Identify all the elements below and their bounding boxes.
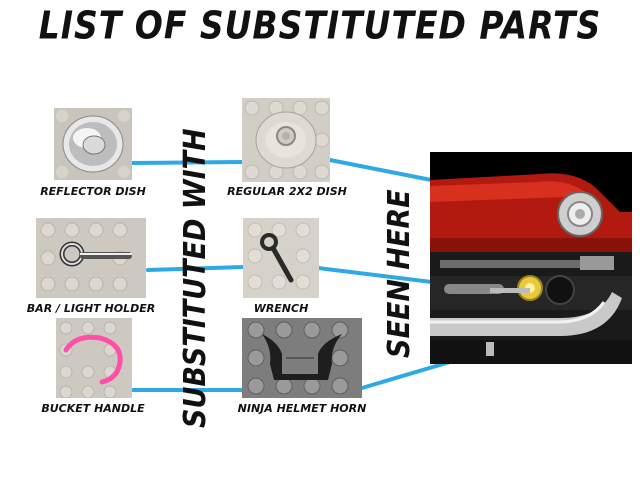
- bucket-handle-image: [56, 318, 132, 398]
- connector-line: [146, 265, 245, 272]
- connector-line: [130, 160, 244, 165]
- wrench-image: [243, 218, 319, 298]
- reflector-dish-image: [54, 108, 132, 180]
- reflector-dish-label: REFLECTOR DISH: [40, 185, 146, 198]
- wrench-label: WRENCH: [253, 302, 309, 315]
- bucket-handle-label: BUCKET HANDLE: [41, 402, 145, 415]
- ninja-helmet-horn-image: [242, 318, 362, 398]
- bar-light-holder-label: BAR / LIGHT HOLDER: [26, 302, 156, 315]
- model-photo: [430, 152, 632, 364]
- page-title: LIST OF SUBSTITUTED PARTS: [38, 3, 602, 48]
- seen-here-label: SEEN HERE: [382, 189, 417, 358]
- substituted-with-label: SUBSTITUTED WITH: [178, 128, 213, 428]
- regular-2x2-dish-image: [242, 98, 330, 182]
- bar-light-holder-image: [36, 218, 146, 298]
- ninja-helmet-horn-label: NINJA HELMET HORN: [237, 402, 367, 415]
- regular-2x2-dish-label: REGULAR 2X2 DISH: [227, 185, 347, 198]
